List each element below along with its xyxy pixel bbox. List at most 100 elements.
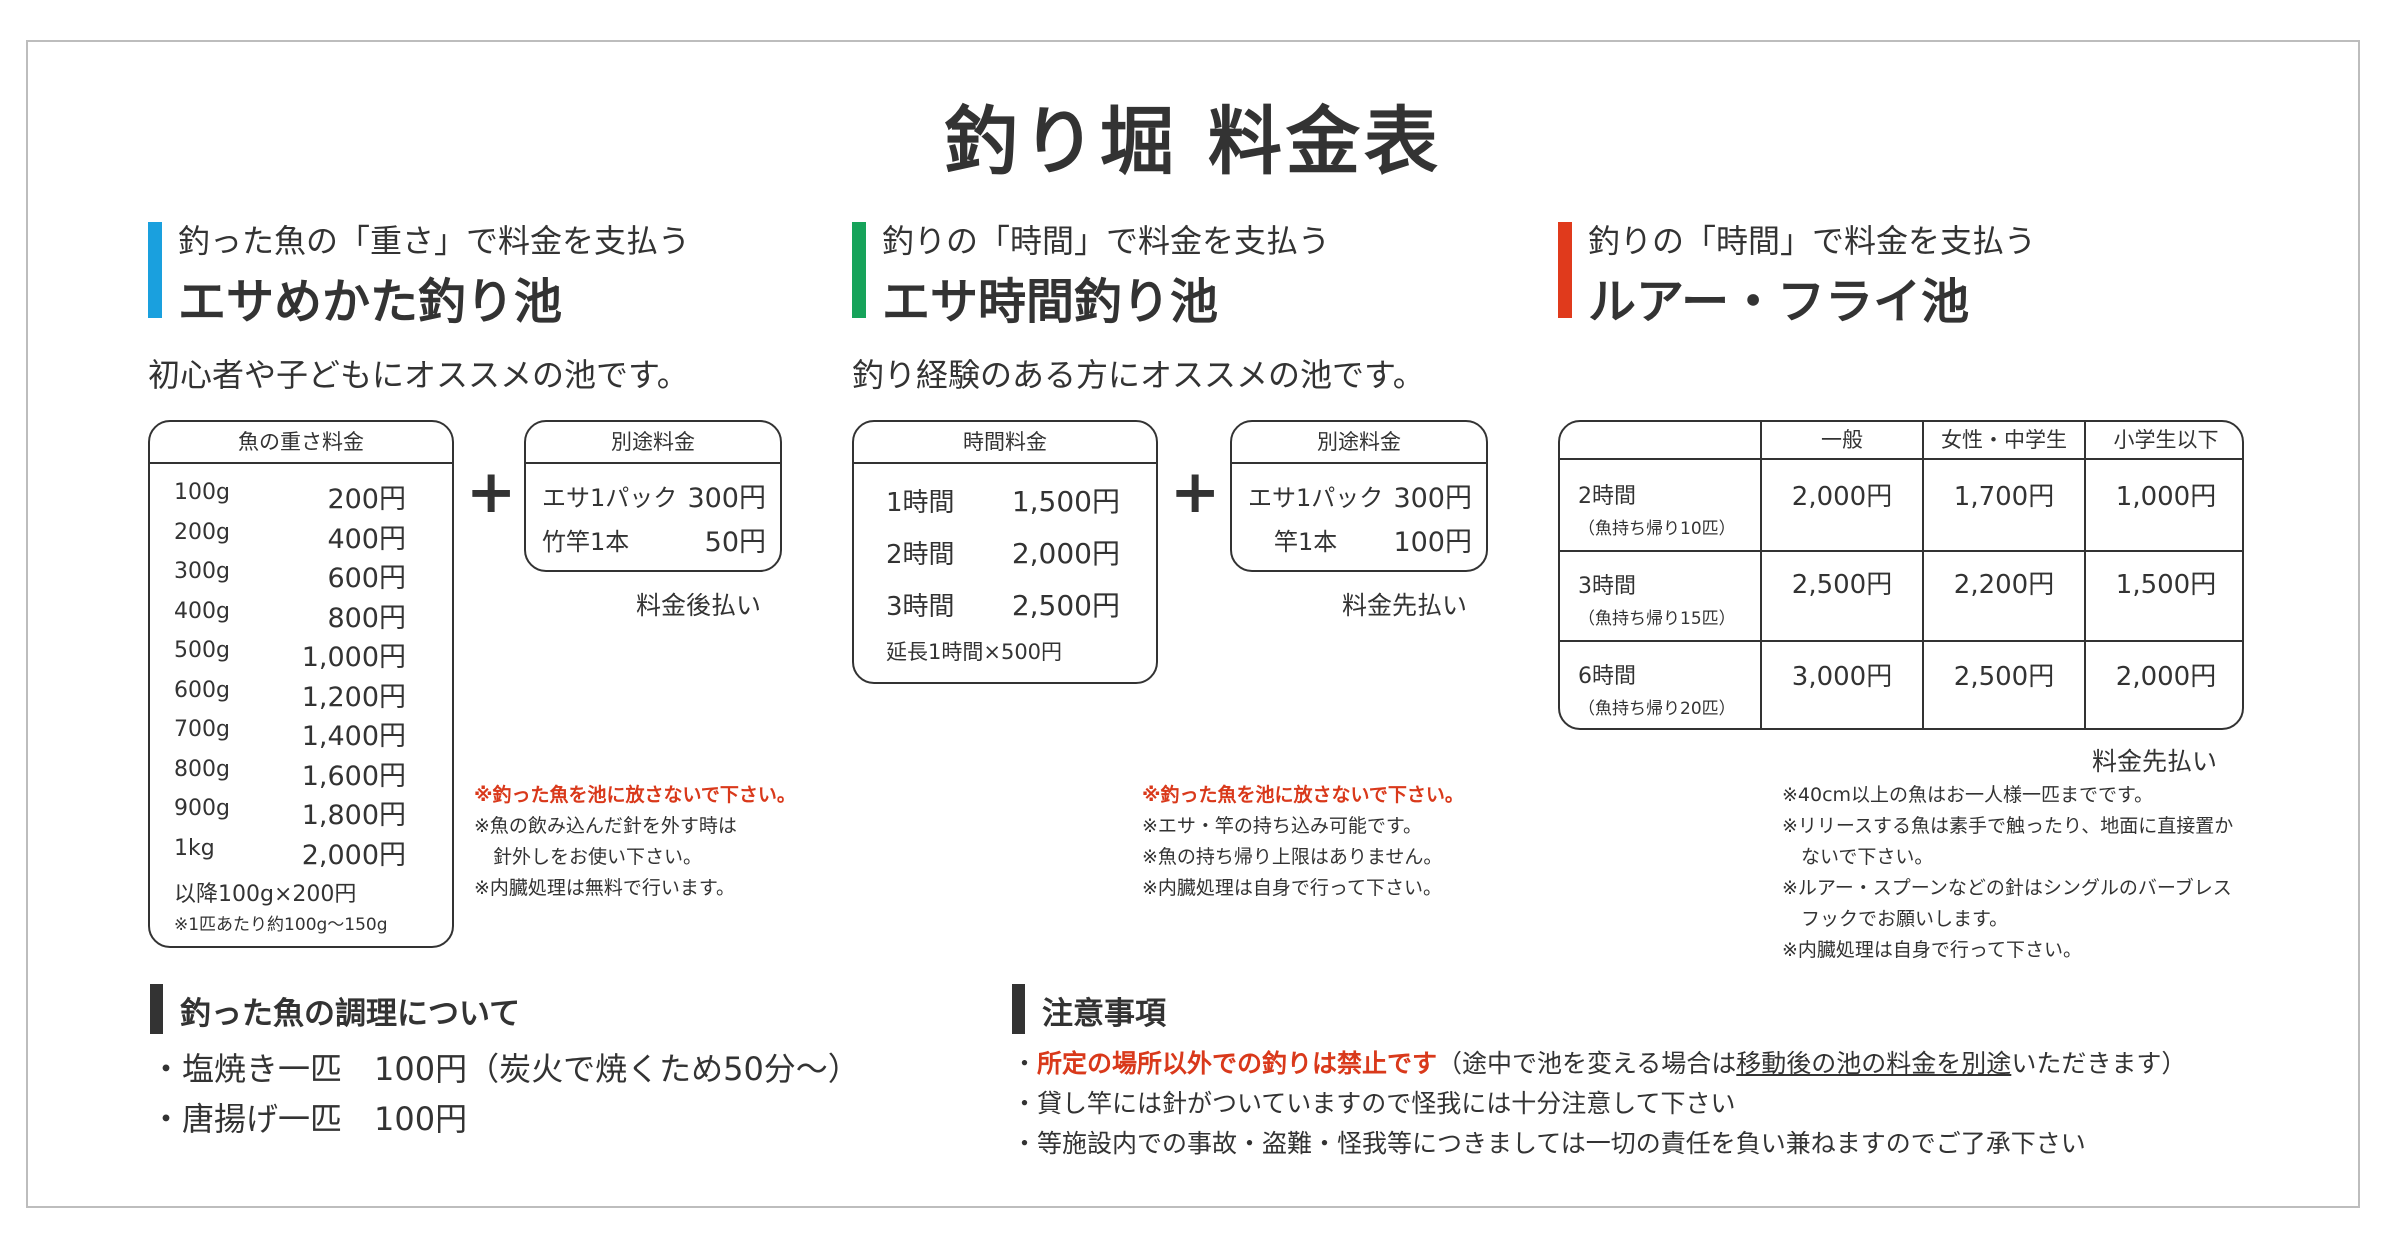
pond1-name: エサめかた釣り池 — [178, 274, 563, 330]
row-sublabel: （魚持ち帰り15匹） — [1578, 609, 1736, 629]
note-line: ※40cm以上の魚はお一人様一匹までです。 — [1782, 784, 2154, 806]
section-bar — [150, 984, 163, 1034]
column-header: 一般 — [1821, 428, 1863, 452]
pond1-description: 初心者や子どもにオススメの池です。 — [148, 356, 689, 394]
extra-fee-table-1: 別途料金 エサ1パック 300円 竹竿1本 50円 — [524, 420, 782, 572]
caution-warning: 所定の場所以外での釣りは禁止です — [1037, 1049, 1438, 1078]
price-cell: 1,500円 — [2115, 570, 2217, 600]
pay-first-note: 料金先払い — [1342, 591, 1468, 620]
pond2-notes: ※エサ・竿の持ち込み可能です。 ※魚の持ち帰り上限はありません。 ※内臓処理は自… — [1142, 811, 1442, 904]
column-header: 女性・中学生 — [1941, 428, 2067, 452]
weight-row-weight: 400g — [174, 598, 230, 624]
weight-row-weight: 100g — [174, 480, 230, 505]
time-table-header: 時間料金 — [854, 422, 1156, 464]
accent-bar-red — [1558, 222, 1572, 318]
cooking-heading: 釣った魚の調理について — [180, 996, 521, 1032]
weight-row-price: 800円 — [327, 602, 406, 634]
weight-row-price: 2,000円 — [301, 839, 406, 871]
pond1-notes: ※魚の飲み込んだ針を外す時は 針外しをお使い下さい。 ※内臓処理は無料で行います… — [474, 811, 737, 904]
time-table-footer: 延長1時間×500円 — [886, 640, 1063, 664]
weight-row-price: 1,200円 — [301, 681, 406, 713]
plus-sign: + — [1170, 457, 1221, 527]
weight-row-weight: 600g — [174, 677, 230, 703]
row-label: 2時間 — [1578, 484, 1636, 509]
weight-row-price: 200円 — [327, 484, 406, 515]
weight-row-weight: 1kg — [174, 835, 215, 861]
accent-bar-green — [852, 222, 866, 318]
section-bar — [1012, 984, 1025, 1034]
caution-bullet: ・ — [1012, 1049, 1038, 1078]
price-cell: 2,500円 — [1791, 570, 1893, 600]
weight-table-footer: 以降100g×200円 — [174, 882, 357, 907]
extra-fee-header: 別途料金 — [1232, 422, 1486, 464]
note-line: ※内臓処理は自身で行って下さい。 — [1142, 877, 1442, 899]
caution-line-3: ・等施設内での事故・盗難・怪我等につきましては一切の責任を負い兼ねますのでご了承… — [1012, 1129, 2086, 1158]
extra-fee-table-2: 別途料金 エサ1パック 300円 竿1本 100円 — [1230, 420, 1488, 572]
row-sublabel: （魚持ち帰り20匹） — [1578, 699, 1736, 719]
table-divider — [1560, 640, 2242, 642]
table-divider — [1560, 550, 2242, 552]
table-divider — [1760, 422, 1762, 728]
extra-fee-item: 竿1本 — [1274, 528, 1338, 556]
pay-first-note: 料金先払い — [2092, 747, 2218, 776]
page-title: 釣り堀 料金表 — [944, 99, 1442, 185]
price-cell: 2,000円 — [1791, 482, 1893, 512]
pond3-name: ルアー・フライ池 — [1588, 274, 1970, 330]
time-row-label: 3時間 — [886, 592, 955, 622]
note-line: 針外しをお使い下さい。 — [474, 846, 703, 868]
pond2-subtitle: 釣りの「時間」で料金を支払う — [882, 222, 1331, 260]
note-line: ※魚の持ち帰り上限はありません。 — [1142, 846, 1443, 868]
note-line: フックでお願いします。 — [1782, 908, 2009, 930]
weight-row-weight: 700g — [174, 717, 230, 742]
price-cell: 1,700円 — [1953, 482, 2055, 512]
pond2-name: エサ時間釣り池 — [882, 274, 1219, 330]
caution-line-1: ・所定の場所以外での釣りは禁止です（途中で池を変える場合は移動後の池の料金を別途… — [1012, 1044, 2186, 1080]
extra-fee-item: 竹竿1本 — [542, 528, 630, 556]
weight-row-price: 600円 — [327, 563, 406, 594]
note-line: ※魚の飲み込んだ針を外す時は — [474, 815, 737, 837]
extra-fee-item: エサ1パック — [542, 484, 678, 512]
weight-row-weight: 200g — [174, 519, 230, 545]
extra-fee-price: 100円 — [1393, 527, 1472, 558]
note-line: ※ルアー・スプーンなどの針はシングルのバーブレス — [1782, 877, 2232, 899]
weight-row-price: 1,800円 — [301, 800, 406, 831]
pond2-description: 釣り経験のある方にオススメの池です。 — [852, 356, 1425, 394]
time-price-table: 時間料金 1時間 1,500円 2時間 2,000円 3時間 2,500円 延長… — [852, 420, 1158, 684]
time-row-label: 2時間 — [886, 540, 955, 570]
weight-table-footnote: ※1匹あたり約100g～150g — [174, 915, 388, 935]
price-cell: 3,000円 — [1791, 662, 1893, 692]
caution-underlined: 移動後の池の料金を別途 — [1736, 1049, 2012, 1078]
weight-row-price: 1,600円 — [301, 760, 406, 792]
cooking-item: ・唐揚げ一匹 100円 — [150, 1100, 468, 1138]
plus-sign: + — [466, 457, 517, 527]
lure-fly-price-table: 一般 女性・中学生 小学生以下 2時間 （魚持ち帰り10匹） 2,000円 1,… — [1558, 420, 2244, 730]
weight-row-weight: 300g — [174, 559, 230, 584]
table-divider — [1922, 422, 1924, 728]
cooking-item: ・塩焼き一匹 100円（炭火で焼くため50分～） — [150, 1050, 860, 1088]
extra-fee-price: 300円 — [1393, 483, 1472, 514]
note-line: ※エサ・竿の持ち込み可能です。 — [1142, 815, 1423, 837]
note-line: ないで下さい。 — [1782, 846, 1934, 868]
extra-fee-price: 300円 — [687, 483, 766, 514]
accent-bar-blue — [148, 222, 162, 318]
weight-row-price: 1,400円 — [301, 721, 406, 752]
extra-fee-price: 50円 — [704, 527, 766, 558]
price-cell: 2,200円 — [1953, 570, 2055, 600]
weight-table-header: 魚の重さ料金 — [150, 422, 452, 464]
note-line: ※リリースする魚は素手で触ったり、地面に直接置か — [1782, 815, 2234, 837]
pond3-subtitle: 釣りの「時間」で料金を支払う — [1588, 222, 2037, 260]
weight-row-price: 400円 — [327, 523, 406, 555]
price-cell: 1,000円 — [2115, 482, 2217, 512]
cautions-heading: 注意事項 — [1042, 996, 1166, 1032]
caution-text: （途中で池を変える場合は — [1437, 1049, 1737, 1078]
note-line: ※内臓処理は自身で行って下さい。 — [1782, 939, 2082, 961]
weight-row-price: 1,000円 — [301, 642, 406, 673]
note-line: ※内臓処理は無料で行います。 — [474, 877, 736, 899]
weight-row-weight: 800g — [174, 756, 230, 782]
price-cell: 2,000円 — [2115, 662, 2217, 692]
pond1-subtitle: 釣った魚の「重さ」で料金を支払う — [178, 222, 691, 260]
extra-fee-item: エサ1パック — [1248, 484, 1384, 512]
table-divider — [1560, 458, 2242, 460]
price-cell: 2,500円 — [1953, 662, 2055, 692]
